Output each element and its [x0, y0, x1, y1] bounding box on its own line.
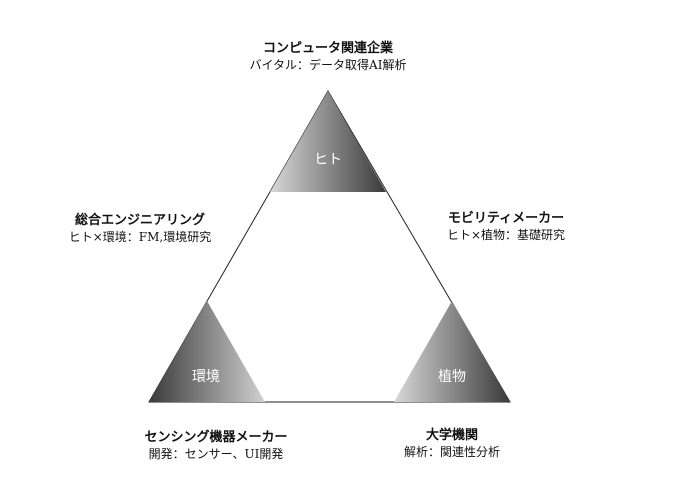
- label-upper-left-sub: ヒト×環境：FM,環境研究: [68, 230, 212, 244]
- label-bottom-right-title: 大学機関: [425, 428, 478, 443]
- label-upper-right-title: モビリティメーカー: [447, 211, 565, 226]
- label-upper-right: モビリティメーカー ヒト×植物：基礎研究: [406, 210, 606, 244]
- corner-triangle-right: [394, 301, 510, 402]
- label-top-sub: バイタル：データ取得AI解析: [249, 58, 407, 72]
- label-bottom-left-sub: 開発：センサー、UI開発: [148, 447, 284, 461]
- main-triangle: [148, 90, 511, 403]
- label-upper-left-title: 総合エンジニアリング: [74, 213, 205, 228]
- corner-triangle-top: [270, 91, 386, 192]
- corner-triangle-left: [149, 301, 265, 402]
- corner-label-left: 環境: [192, 369, 220, 385]
- corner-label-right: 植物: [438, 369, 466, 385]
- label-bottom-left: センシング機器メーカー 開発：センサー、UI開発: [116, 429, 316, 463]
- label-top: コンピュータ関連企業 バイタル：データ取得AI解析: [228, 40, 428, 74]
- label-bottom-left-title: センシング機器メーカー: [144, 430, 288, 445]
- label-bottom-right: 大学機関 解析：関連性分析: [352, 427, 552, 461]
- label-upper-right-sub: ヒト×植物：基礎研究: [446, 228, 566, 242]
- label-top-title: コンピュータ関連企業: [262, 41, 393, 56]
- label-bottom-right-sub: 解析：関連性分析: [403, 445, 500, 459]
- label-upper-left: 総合エンジニアリング ヒト×環境：FM,環境研究: [40, 212, 240, 246]
- corner-label-top: ヒト: [314, 152, 342, 168]
